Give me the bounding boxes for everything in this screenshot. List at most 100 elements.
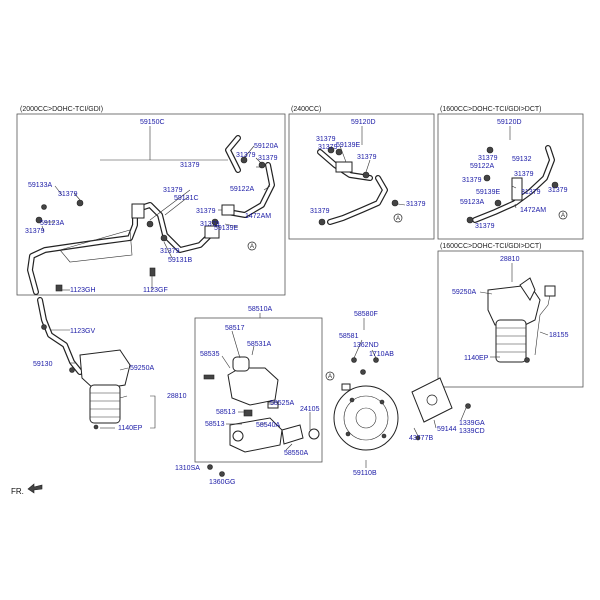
leader-lines-1600cc-b <box>479 263 549 358</box>
front-direction-label: FR. <box>11 487 24 496</box>
label-31379: 31379 <box>521 189 541 196</box>
nut-1310sa <box>207 464 213 470</box>
label-31379: 31379 <box>475 223 495 230</box>
ref-marker-text: A <box>328 374 332 380</box>
label-58580F: 58580F <box>354 311 378 318</box>
section-title-2000cc: (2000CC>DOHC-TCI/GDI) <box>20 106 103 113</box>
label-1339GA: 1339GA <box>459 420 485 427</box>
label-59131B: 59131B <box>168 257 192 264</box>
label-1339CD: 1339CD <box>459 428 485 435</box>
label-59120D: 59120D <box>497 119 522 126</box>
section-title-2400cc: (2400CC) <box>291 106 321 113</box>
ref-marker-a-booster: A <box>325 371 335 381</box>
label-59139E: 59139E <box>336 142 360 149</box>
label-59122A: 59122A <box>470 163 494 170</box>
front-direction-arrow-icon <box>27 483 43 494</box>
label-1362ND: 1362ND <box>353 342 379 349</box>
label-31379: 31379 <box>258 155 278 162</box>
ref-marker-text: A <box>396 216 400 222</box>
section-frame-1600cc-b <box>437 250 584 388</box>
label-31379: 31379 <box>357 154 377 161</box>
label-31379: 31379 <box>180 162 200 169</box>
section-title-1600cc-a: (1600CC>DOHC-TCI/GDI>DCT) <box>440 106 542 113</box>
label-58525A: 58525A <box>270 400 294 407</box>
label-59120A: 59120A <box>254 143 278 150</box>
label-59110B: 59110B <box>353 470 377 477</box>
vacuum-pump-2000cc <box>37 297 131 430</box>
master-cylinder-frame <box>194 317 323 463</box>
label-31379: 31379 <box>406 201 426 208</box>
master-cylinder-assembly <box>203 356 304 453</box>
label-59131C: 59131C <box>174 195 199 202</box>
label-31379: 31379 <box>236 152 256 159</box>
leader-lines-2000cc <box>44 126 271 291</box>
section-frame-2000cc <box>16 113 286 296</box>
label-18155: 18155 <box>549 332 569 339</box>
label-59123A: 59123A <box>460 199 484 206</box>
label-43777B: 43777B <box>409 435 433 442</box>
label-59122A: 59122A <box>230 186 254 193</box>
label-59132: 59132 <box>512 156 532 163</box>
section-frame-2400cc <box>288 113 435 240</box>
label-58510A: 58510A <box>248 306 272 313</box>
label-58540A: 58540A <box>256 422 280 429</box>
label-59133A: 59133A <box>28 182 52 189</box>
label-1123GH: 1123GH <box>70 287 96 294</box>
label-1472AM: 1472AM <box>245 213 271 220</box>
label-59139E: 59139E <box>476 189 500 196</box>
label-28810: 28810 <box>500 256 520 263</box>
section-frame-1600cc-a <box>437 113 584 240</box>
label-59120D: 59120D <box>351 119 376 126</box>
section-title-1600cc-b: (1600CC>DOHC-TCI/GDI>DCT) <box>440 243 542 250</box>
label-58550A: 58550A <box>284 450 308 457</box>
label-59150C: 59150C <box>140 119 165 126</box>
label-31379: 31379 <box>58 191 78 198</box>
label-59250A: 59250A <box>452 289 476 296</box>
label-31379: 31379 <box>316 136 336 143</box>
ref-marker-a-1600cc: A <box>558 210 568 220</box>
label-31379: 31379 <box>200 221 220 228</box>
ref-marker-text: A <box>250 244 254 250</box>
label-1710AB: 1710AB <box>369 351 394 358</box>
label-31379: 31379 <box>548 187 568 194</box>
ref-marker-a-2000cc: A <box>247 241 257 251</box>
label-58517: 58517 <box>225 325 245 332</box>
check-valve-fittings <box>351 357 471 441</box>
label-31379: 31379 <box>478 155 498 162</box>
brake-booster <box>333 383 399 451</box>
label-59144: 59144 <box>437 426 457 433</box>
label-28810: 28810 <box>167 393 187 400</box>
label-58513: 58513 <box>216 409 236 416</box>
label-59130: 59130 <box>33 361 53 368</box>
vacuum-hose-assembly-1600cc <box>466 145 559 224</box>
leader-lines-2400cc <box>339 126 406 206</box>
label-58513: 58513 <box>205 421 225 428</box>
vacuum-pump-1600cc <box>487 277 556 363</box>
label-59123A: 59123A <box>40 220 64 227</box>
label-1123GF: 1123GF <box>143 287 168 294</box>
vacuum-hose-assembly-2400cc <box>317 146 399 226</box>
label-1140EP: 1140EP <box>118 425 143 432</box>
label-1140EP: 1140EP <box>464 355 489 362</box>
label-31379: 31379 <box>196 208 216 215</box>
label-58531A: 58531A <box>247 341 271 348</box>
label-31379: 31379 <box>25 228 45 235</box>
label-59139E: 59139E <box>214 225 238 232</box>
label-31379: 31379 <box>318 144 338 151</box>
leader-lines-master-cylinder <box>221 313 311 451</box>
label-31379: 31379 <box>163 187 183 194</box>
label-24105: 24105 <box>300 406 320 413</box>
booster-gasket <box>411 377 453 423</box>
label-59250A: 59250A <box>130 365 154 372</box>
leader-lines-booster <box>353 318 467 468</box>
label-1123GV: 1123GV <box>70 328 95 335</box>
leader-lines-1600cc-a <box>509 126 517 209</box>
vacuum-hose-assembly-2000cc <box>27 135 275 295</box>
label-58581: 58581 <box>339 333 359 340</box>
label-31379: 31379 <box>160 248 180 255</box>
label-58535: 58535 <box>200 351 220 358</box>
label-1360GG: 1360GG <box>209 479 235 486</box>
label-1472AM: 1472AM <box>520 207 546 214</box>
label-31379: 31379 <box>514 171 534 178</box>
